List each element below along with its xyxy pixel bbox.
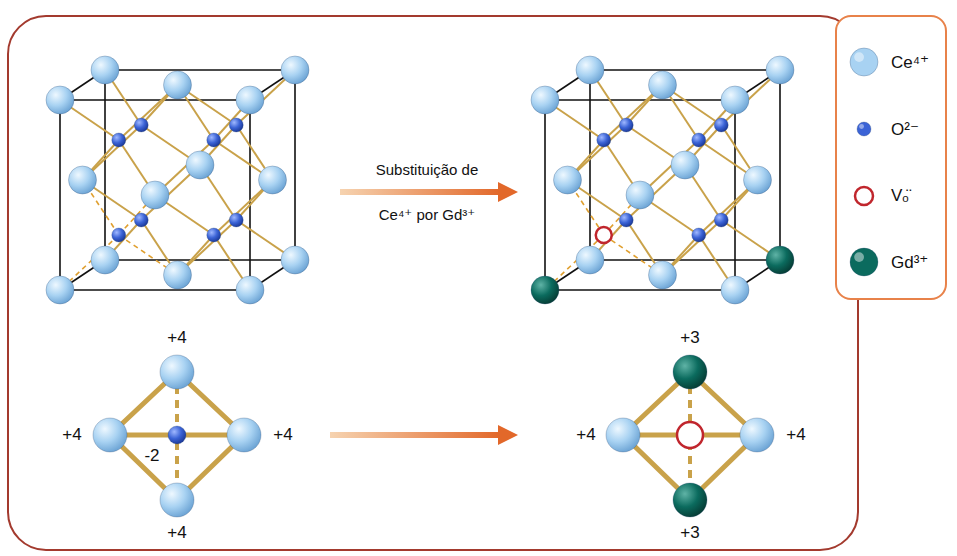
legend-box: Ce⁴⁺ O²⁻ Vₒ̈ Gd³⁺ bbox=[835, 15, 947, 300]
legend-entry: Vₒ̈ bbox=[847, 179, 909, 213]
charge-label: +4 bbox=[576, 425, 595, 445]
oxygen-atom bbox=[112, 133, 126, 147]
cerium-atom bbox=[649, 71, 677, 99]
legend-text: Gd³⁺ bbox=[891, 252, 928, 273]
oxygen-atom bbox=[597, 133, 611, 147]
legend-ring bbox=[847, 179, 881, 213]
cerium-atom bbox=[626, 181, 654, 209]
oxygen-atom bbox=[134, 118, 148, 132]
cerium-atom bbox=[236, 86, 264, 114]
charge-label: +3 bbox=[680, 328, 699, 348]
cerium-atom bbox=[186, 151, 214, 179]
cerium-atom bbox=[164, 261, 192, 289]
oxygen-vacancy bbox=[677, 422, 703, 448]
cerium-atom bbox=[160, 355, 194, 389]
cerium-atom bbox=[576, 246, 604, 274]
cerium-atom bbox=[46, 86, 74, 114]
cerium-atom bbox=[721, 276, 749, 304]
charge-label: +4 bbox=[786, 425, 805, 445]
cerium-atom bbox=[531, 86, 559, 114]
legend-entry: Ce⁴⁺ bbox=[847, 45, 929, 79]
cerium-atom bbox=[164, 71, 192, 99]
oxygen-atom bbox=[112, 228, 126, 242]
oxygen-vacancy bbox=[596, 227, 612, 243]
cerium-atom bbox=[160, 483, 194, 517]
cerium-atom bbox=[744, 166, 772, 194]
cerium-atom bbox=[576, 56, 604, 84]
doped-tetrahedron bbox=[606, 355, 774, 517]
oxygen-atom bbox=[619, 118, 633, 132]
oxygen-atom bbox=[207, 228, 221, 242]
oxygen-atom bbox=[207, 133, 221, 147]
legend-entry: O²⁻ bbox=[847, 112, 919, 146]
cerium-atom bbox=[91, 56, 119, 84]
cerium-atom bbox=[69, 166, 97, 194]
charge-label: +4 bbox=[273, 425, 292, 445]
legend-swatch bbox=[847, 245, 881, 279]
legend-entry: Gd³⁺ bbox=[847, 245, 928, 279]
cerium-atom bbox=[554, 166, 582, 194]
oxygen-atom bbox=[692, 228, 706, 242]
cerium-atom bbox=[236, 276, 264, 304]
gadolinium-atom bbox=[531, 276, 559, 304]
frame bbox=[8, 16, 858, 550]
cerium-atom bbox=[766, 56, 794, 84]
reaction-arrow bbox=[340, 182, 518, 202]
gadolinium-atom bbox=[673, 483, 707, 517]
cerium-atom bbox=[649, 261, 677, 289]
cerium-atom bbox=[259, 166, 287, 194]
legend-text: O²⁻ bbox=[891, 119, 919, 140]
cerium-atom bbox=[91, 246, 119, 274]
cerium-atom bbox=[227, 418, 261, 452]
cerium-atom bbox=[141, 181, 169, 209]
oxygen-atom bbox=[714, 213, 728, 227]
charge-label: +4 bbox=[167, 523, 186, 543]
legend-swatch bbox=[847, 45, 881, 79]
ceria-unit-cell bbox=[46, 56, 309, 304]
oxygen-atom bbox=[229, 118, 243, 132]
legend-text: Ce⁴⁺ bbox=[891, 52, 929, 73]
cerium-atom bbox=[740, 418, 774, 452]
oxygen-atom bbox=[692, 133, 706, 147]
oxygen-atom bbox=[714, 118, 728, 132]
gadolinium-atom bbox=[673, 355, 707, 389]
charge-label: +3 bbox=[680, 523, 699, 543]
cerium-atom bbox=[606, 418, 640, 452]
oxygen-atom bbox=[168, 426, 186, 444]
charge-label: +4 bbox=[62, 425, 81, 445]
cerium-atom bbox=[93, 418, 127, 452]
legend-swatch bbox=[847, 112, 881, 146]
gadolinium-atom bbox=[766, 246, 794, 274]
charge-label: +4 bbox=[167, 328, 186, 348]
ceria-tetrahedron bbox=[93, 355, 261, 517]
charge-label: -2 bbox=[144, 446, 159, 466]
oxygen-atom bbox=[229, 213, 243, 227]
cerium-atom bbox=[721, 86, 749, 114]
cerium-atom bbox=[281, 246, 309, 274]
oxygen-atom bbox=[619, 213, 633, 227]
reaction-arrow bbox=[330, 425, 518, 445]
oxygen-atom bbox=[134, 213, 148, 227]
legend-text: Vₒ̈ bbox=[891, 186, 909, 206]
doped-unit-cell bbox=[531, 56, 794, 304]
arrow-label: Substituição de Ce⁴⁺ por Gd³⁺ bbox=[357, 147, 497, 237]
cerium-atom bbox=[46, 276, 74, 304]
cerium-atom bbox=[671, 151, 699, 179]
cerium-atom bbox=[281, 56, 309, 84]
